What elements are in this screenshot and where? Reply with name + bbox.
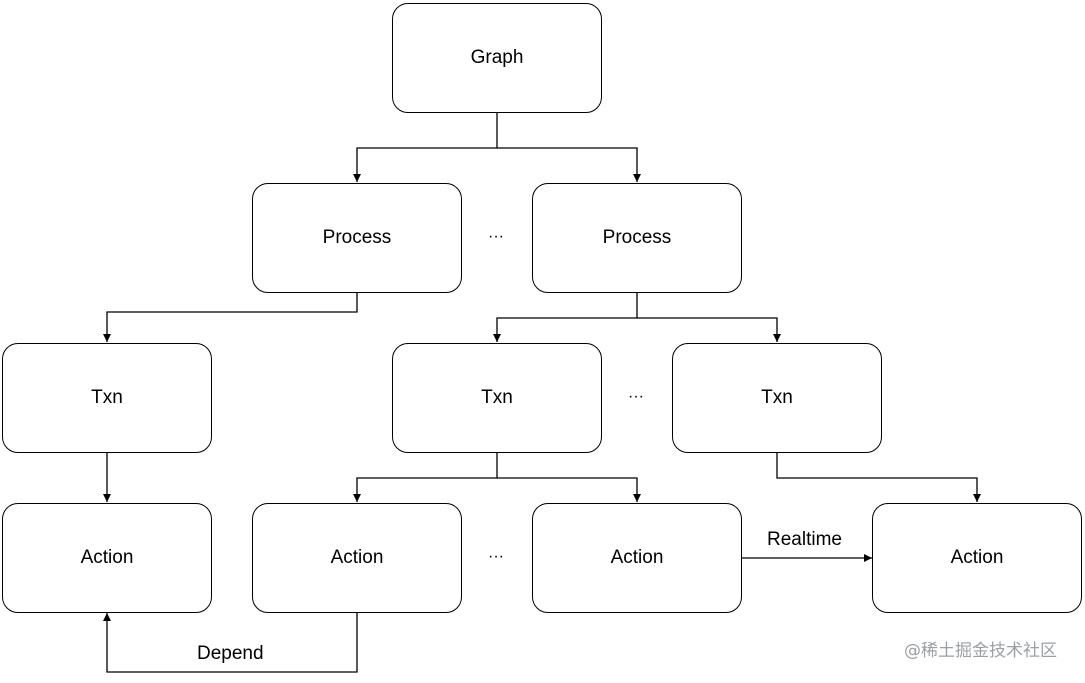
- action-node-1: Action: [2, 503, 212, 613]
- edge-txn-middle-action-3: [497, 477, 641, 502]
- process-row-ellipsis: ···: [488, 228, 504, 245]
- watermark-text: @稀土掘金技术社区: [904, 641, 1057, 661]
- action-node-3: Action: [532, 503, 742, 613]
- edge-txn-right-action-4: [776, 453, 981, 502]
- process-node-right: Process: [532, 183, 742, 293]
- edge-process-txn-right: [637, 317, 781, 342]
- edge-process-txn-left: [103, 293, 358, 342]
- action-row-ellipsis: ···: [488, 548, 504, 565]
- edge-graph-process-right: [497, 147, 641, 182]
- action-node-2: Action: [252, 503, 462, 613]
- txn-row-ellipsis: ···: [628, 388, 644, 405]
- graph-node: Graph: [392, 3, 602, 113]
- realtime-label: Realtime: [767, 529, 842, 550]
- process-node-left: Process: [252, 183, 462, 293]
- txn-node-right: Txn: [672, 343, 882, 453]
- edge-txn-middle-action-2: [353, 453, 498, 502]
- action-node-4: Action: [872, 503, 1082, 613]
- edge-graph-process-left: [353, 113, 498, 182]
- edge-depend: [103, 613, 358, 673]
- depend-label: Depend: [197, 643, 264, 664]
- txn-node-middle: Txn: [392, 343, 602, 453]
- edge-process-txn-middle: [493, 293, 638, 342]
- txn-node-left: Txn: [2, 343, 212, 453]
